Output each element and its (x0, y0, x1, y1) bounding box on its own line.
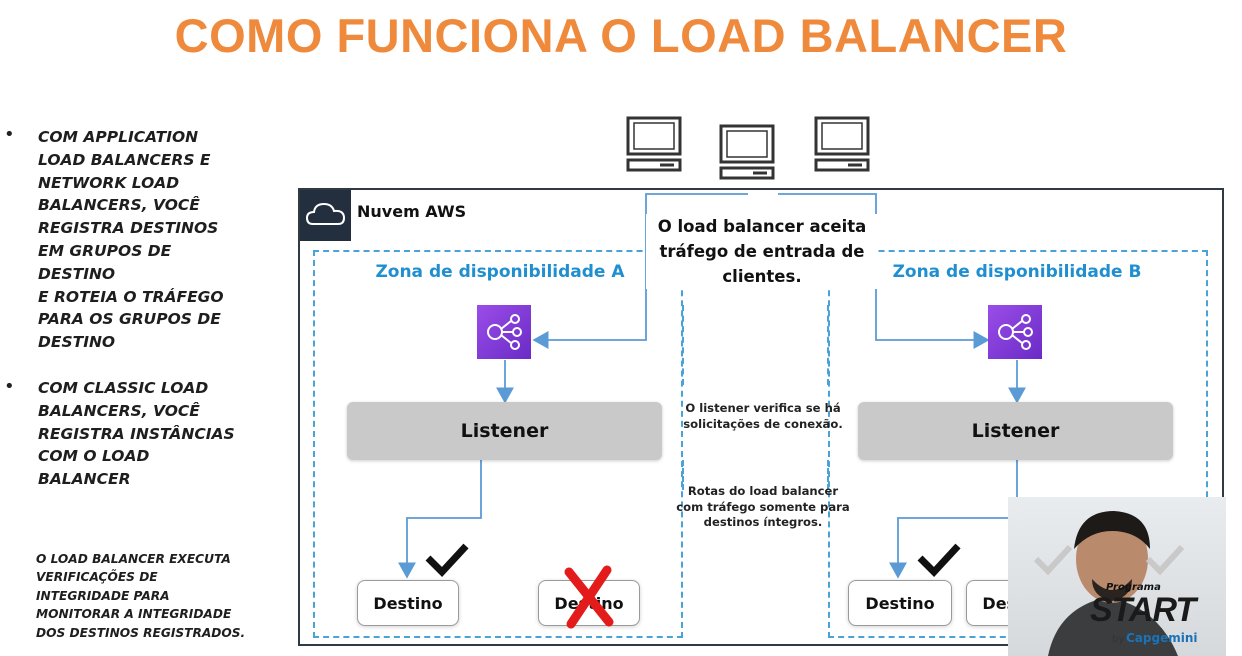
client-computers (626, 116, 870, 180)
computer-icon (814, 116, 870, 172)
zone-a-title: Zona de disponibilidade A (375, 262, 625, 282)
bullet-text-2: COM CLASSIC LOAD BALANCERS, VOCÊ REGISTR… (38, 379, 235, 489)
zone-b-title: Zona de disponibilidade B (892, 262, 1142, 282)
zone-divider (827, 305, 829, 385)
aws-cloud-label: Nuvem AWS (357, 202, 467, 221)
computer-icon (719, 124, 775, 180)
cross-icon (564, 565, 614, 629)
check-icon (1033, 544, 1073, 576)
check-icon (425, 543, 469, 578)
routing-note: Rotas do load balancer com tráfego somen… (676, 484, 850, 529)
presenter-silhouette (1033, 511, 1185, 656)
bullet-text-1: COM APPLICATION LOAD BALANCERS E NETWORK… (38, 128, 224, 352)
listener-note: O listener verifica se há solicitações d… (683, 401, 843, 431)
brand-by: by (1112, 634, 1125, 645)
listener-zone-b: Listener (858, 402, 1173, 460)
check-icon (1145, 544, 1185, 576)
availability-zone-a (313, 250, 683, 638)
zone-divider (827, 460, 829, 490)
brand-program: Programa (1106, 582, 1161, 593)
brand-capgemini: Capgemini (1126, 631, 1198, 645)
health-check-note: O LOAD BALANCER EXECUTA VERIFICAÇÕES DE … (36, 552, 246, 640)
load-balancer-callout: O load balancer aceita tráfego de entrad… (646, 214, 878, 289)
presenter-video: Programa START by Capgemini (1008, 497, 1226, 656)
bullet-marker: • (4, 376, 15, 397)
target-b1: Destino (848, 580, 952, 626)
cloud-icon (300, 190, 351, 241)
zone-divider (682, 305, 684, 385)
slide-title: COMO FUNCIONA O LOAD BALANCER (174, 9, 1068, 62)
brand-start: START (1090, 591, 1196, 629)
load-balancer-icon (988, 305, 1042, 359)
listener-zone-a: Listener (347, 402, 662, 460)
load-balancer-icon (477, 305, 531, 359)
computer-icon (626, 116, 682, 172)
target-a1: Destino (357, 580, 459, 626)
zone-divider (682, 460, 684, 490)
check-icon (917, 543, 961, 578)
bullet-marker: • (4, 124, 15, 145)
